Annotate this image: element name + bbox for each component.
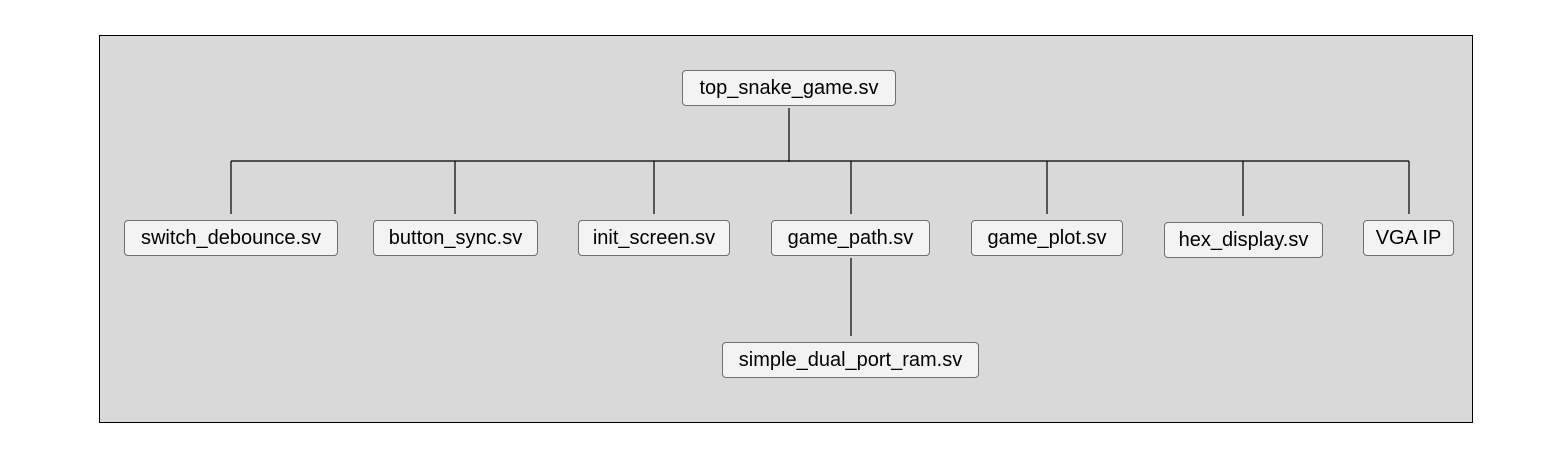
node-top-snake-game: top_snake_game.sv: [682, 70, 896, 106]
node-game-path: game_path.sv: [771, 220, 930, 256]
node-vga-ip: VGA IP: [1363, 220, 1454, 256]
node-simple-dual-port-ram: simple_dual_port_ram.sv: [722, 342, 979, 378]
node-game-plot: game_plot.sv: [971, 220, 1123, 256]
node-button-sync: button_sync.sv: [373, 220, 538, 256]
node-hex-display: hex_display.sv: [1164, 222, 1323, 258]
node-init-screen: init_screen.sv: [578, 220, 730, 256]
node-switch-debounce: switch_debounce.sv: [124, 220, 338, 256]
